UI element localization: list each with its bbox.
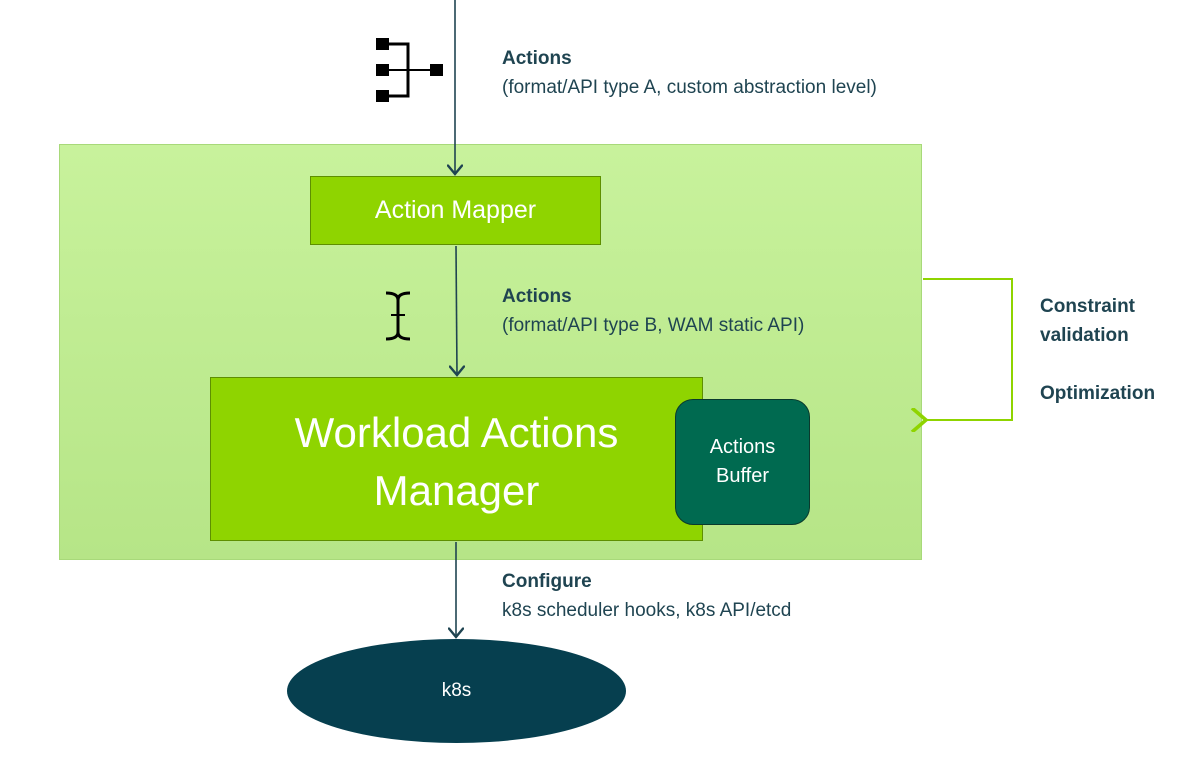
k8s-ellipse: k8s <box>287 639 626 743</box>
top-actions-title: Actions <box>502 48 572 69</box>
middle-actions-title: Actions <box>502 286 572 307</box>
branching-tree-icon <box>376 38 443 102</box>
feedback-label-optimization: Optimization <box>1040 383 1156 404</box>
action-mapper-box: Action Mapper <box>310 176 601 245</box>
buffer-label-line1: Actions <box>709 436 776 458</box>
feedback-label-constraint: Constraint <box>1040 296 1135 317</box>
buffer-label-line2: Buffer <box>716 465 769 487</box>
feedback-label-validation: validation <box>1040 325 1129 346</box>
middle-actions-subtitle: (format/API type B, WAM static API) <box>502 315 805 336</box>
arrow-into-wam <box>456 245 457 375</box>
feedback-loop-arrow <box>923 278 1013 420</box>
action-mapper-label: Action Mapper <box>374 196 537 224</box>
configure-subtitle: k8s scheduler hooks, k8s API/etcd <box>502 600 792 621</box>
wam-label-line2: Manager <box>373 467 540 514</box>
configure-title: Configure <box>502 571 592 592</box>
top-actions-subtitle: (format/API type A, custom abstraction l… <box>502 77 877 98</box>
wam-label-line1: Workload Actions <box>294 409 619 456</box>
i-beam-icon <box>385 291 411 341</box>
k8s-label: k8s <box>441 680 472 701</box>
workload-actions-manager-box: Workload Actions Manager <box>210 377 703 541</box>
actions-buffer-box: Actions Buffer <box>675 399 810 525</box>
